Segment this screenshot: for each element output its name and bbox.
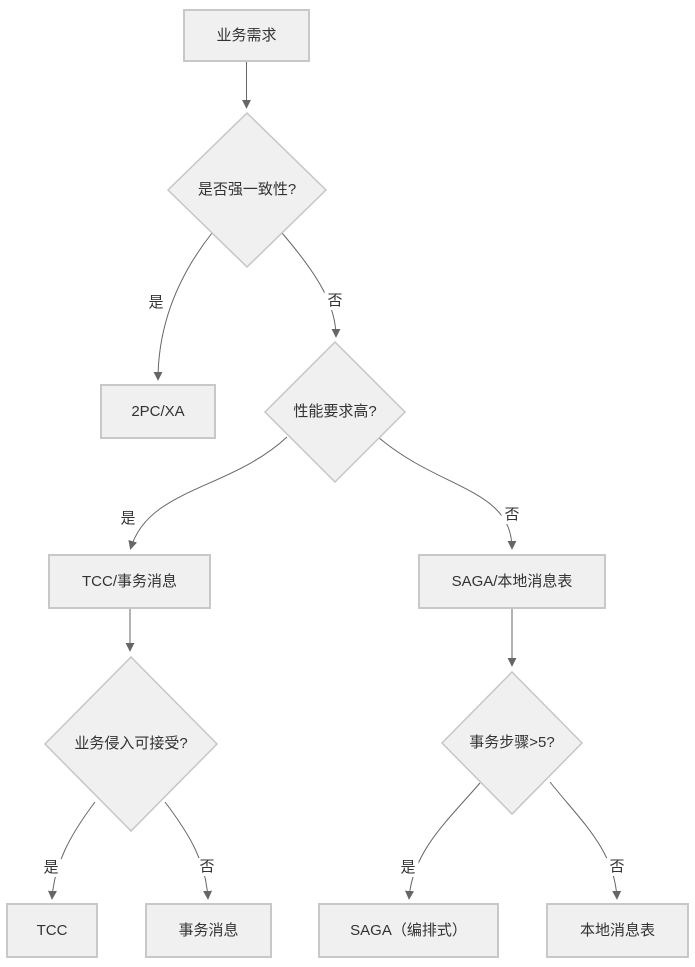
node-result-tx-message xyxy=(145,903,272,958)
node-result-2pc-xa xyxy=(100,384,216,439)
node-result-saga-orchestrated xyxy=(318,903,499,958)
node-q-performance-high xyxy=(263,340,407,484)
node-q-strong-consistency xyxy=(166,111,328,269)
edge-perf-yes-to-tccmsg xyxy=(128,436,288,550)
edge-perf-no-to-sagalocal xyxy=(377,436,517,550)
edge-strong-no-to-perf xyxy=(281,232,341,338)
node-business-requirement xyxy=(183,9,310,62)
edge-steps-yes-to-saga xyxy=(405,782,481,900)
edge-intrusion-no-to-txmsg xyxy=(164,801,213,900)
node-q-steps-gt-5 xyxy=(440,670,584,816)
node-result-local-message-table xyxy=(546,903,689,958)
node-result-saga-local xyxy=(418,554,606,609)
edge-intrusion-yes-to-tcc xyxy=(47,801,96,900)
node-result-tcc xyxy=(6,903,98,958)
node-group xyxy=(6,9,689,958)
edge-strong-yes-to-2pc xyxy=(153,232,213,381)
node-result-tcc-tx-msg xyxy=(48,554,211,609)
edge-steps-no-to-localtable xyxy=(549,781,622,900)
node-q-intrusion-acceptable xyxy=(43,655,219,833)
edge-group xyxy=(47,62,622,900)
